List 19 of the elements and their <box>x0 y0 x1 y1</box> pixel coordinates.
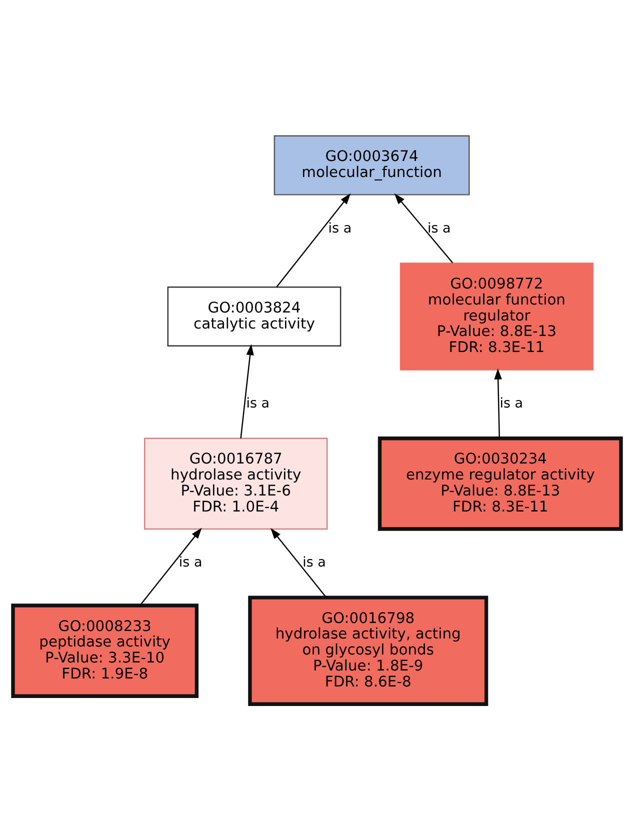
edge-label: is a <box>178 554 202 571</box>
edge-label: is a <box>246 396 270 412</box>
node-box: GO:0016798 hydrolase activity, acting on glycosyl bonds P-Value: 1.8E-9 FDR: 8.6E-8 <box>248 596 488 706</box>
arrow <box>270 528 327 598</box>
node-box: GO:0003674 molecular_function <box>274 135 470 196</box>
node-box: GO:0016787 hydrolase activity P-Value: 3.1E-6 FDR: 1.0E-4 <box>144 438 328 530</box>
node-box: GO:0030234 enzyme regulator activity P-Value: 8.8E-13 FDR: 8.3E-11 <box>378 436 623 531</box>
edge-label: is a <box>428 220 451 236</box>
edge-label: is a <box>328 220 352 236</box>
arrow <box>240 344 254 438</box>
arrow <box>494 368 502 438</box>
arrow <box>276 193 351 288</box>
edge-label: is a <box>500 396 524 412</box>
arrow <box>139 528 202 606</box>
arrow <box>394 193 454 264</box>
node-box: GO:0008233 peptidase activity P-Value: 3.3E-10 FDR: 1.9E-8 <box>11 604 199 698</box>
edge-label: is a <box>302 554 326 571</box>
node-box: GO:0003824 catalytic activity <box>167 286 342 347</box>
node-box: GO:0098772 molecular function regulator P-Value: 8.8E-13 FDR: 8.3E-11 <box>400 262 594 370</box>
